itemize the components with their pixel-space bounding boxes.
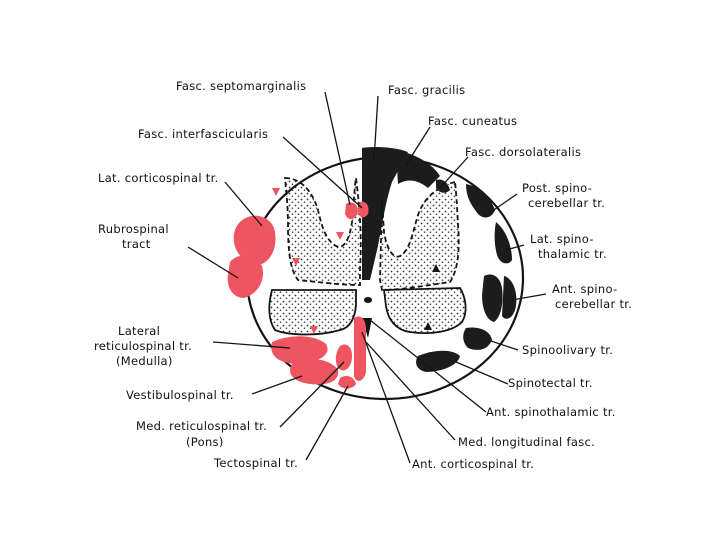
- med-reticulospinal-tract: [335, 344, 352, 371]
- label-lat-reticulospinal-1: Lateral: [118, 324, 161, 338]
- lat-spinothalamic-small: [436, 179, 450, 193]
- label-lat-corticospinal: Lat. corticospinal tr.: [98, 171, 219, 185]
- label-spinotectal: Spinotectal tr.: [508, 376, 593, 390]
- spinoolivary-tract: [463, 327, 492, 350]
- label-med-longitudinal: Med. longitudinal fasc.: [458, 435, 596, 449]
- gray-matter-ventral-right: [382, 287, 467, 335]
- fasc-gracilis-region: [362, 147, 408, 280]
- post-spinocerebellar-tract: [466, 184, 495, 218]
- ant-spinocerebellar-tract: [482, 274, 503, 322]
- gray-matter-ventral: [268, 289, 357, 336]
- label-spinoolivary: Spinoolivary tr.: [522, 343, 614, 357]
- label-ant-spinothalamic: Ant. spinothalamic tr.: [486, 405, 616, 419]
- gray-matter-dorsal: [284, 177, 362, 286]
- tectospinal-tract: [338, 376, 356, 389]
- med-longitudinal-fasc: [354, 316, 366, 381]
- lat-spinothalamic-tract: [494, 222, 512, 264]
- fasc-cuneatus-region: [396, 150, 440, 188]
- label-lat-reticulospinal-3: (Medulla): [116, 354, 173, 368]
- vestibulospinal-tract: [290, 359, 339, 385]
- label-fasc-gracilis: Fasc. gracilis: [388, 83, 466, 97]
- ant-spinocerebellar-tract-2: [502, 276, 517, 319]
- septomarginal-tract: [345, 202, 358, 220]
- label-fasc-septomarginalis: Fasc. septomarginalis: [176, 79, 307, 93]
- label-lat-spinothalamic-1: Lat. spino-: [530, 232, 594, 246]
- label-lat-reticulospinal-2: reticulospinal tr.: [94, 339, 193, 353]
- label-med-reticulospinal-1: Med. reticulospinal tr.: [136, 419, 268, 433]
- label-ant-spinocerebellar-2: cerebellar tr.: [555, 297, 633, 311]
- label-rubrospinal-1: Rubrospinal: [98, 222, 169, 236]
- interfascicular-tract: [358, 201, 369, 218]
- label-med-reticulospinal-2: (Pons): [186, 435, 224, 449]
- lat-corticospinal-tract: [233, 215, 276, 265]
- label-fasc-dorsolateralis: Fasc. dorsolateralis: [465, 145, 582, 159]
- label-vestibulospinal: Vestibulospinal tr.: [126, 388, 234, 402]
- ascending-arrow-icon: [424, 264, 440, 330]
- label-post-spinocerebellar-1: Post. spino-: [522, 181, 593, 195]
- label-rubrospinal-2: tract: [122, 237, 151, 251]
- gray-matter-dorsal-right: [379, 180, 460, 291]
- spinotectal-tract: [416, 350, 460, 372]
- leader-lines: [187, 91, 547, 464]
- rubrospinal-tract: [227, 255, 264, 298]
- label-fasc-interfascicularis: Fasc. interfascicularis: [138, 127, 269, 141]
- label-post-spinocerebellar-2: cerebellar tr.: [528, 196, 606, 210]
- descending-arrow-icon: [272, 188, 344, 334]
- central-canal: [364, 297, 372, 303]
- lat-reticulospinal-tract: [271, 336, 328, 364]
- label-ant-corticospinal: Ant. corticospinal tr.: [412, 457, 535, 471]
- label-lat-spinothalamic-2: thalamic tr.: [538, 247, 607, 261]
- label-ant-spinocerebellar-1: Ant. spino-: [552, 282, 618, 296]
- label-fasc-cuneatus: Fasc. cuneatus: [428, 114, 518, 128]
- label-tectospinal: Tectospinal tr.: [214, 456, 299, 470]
